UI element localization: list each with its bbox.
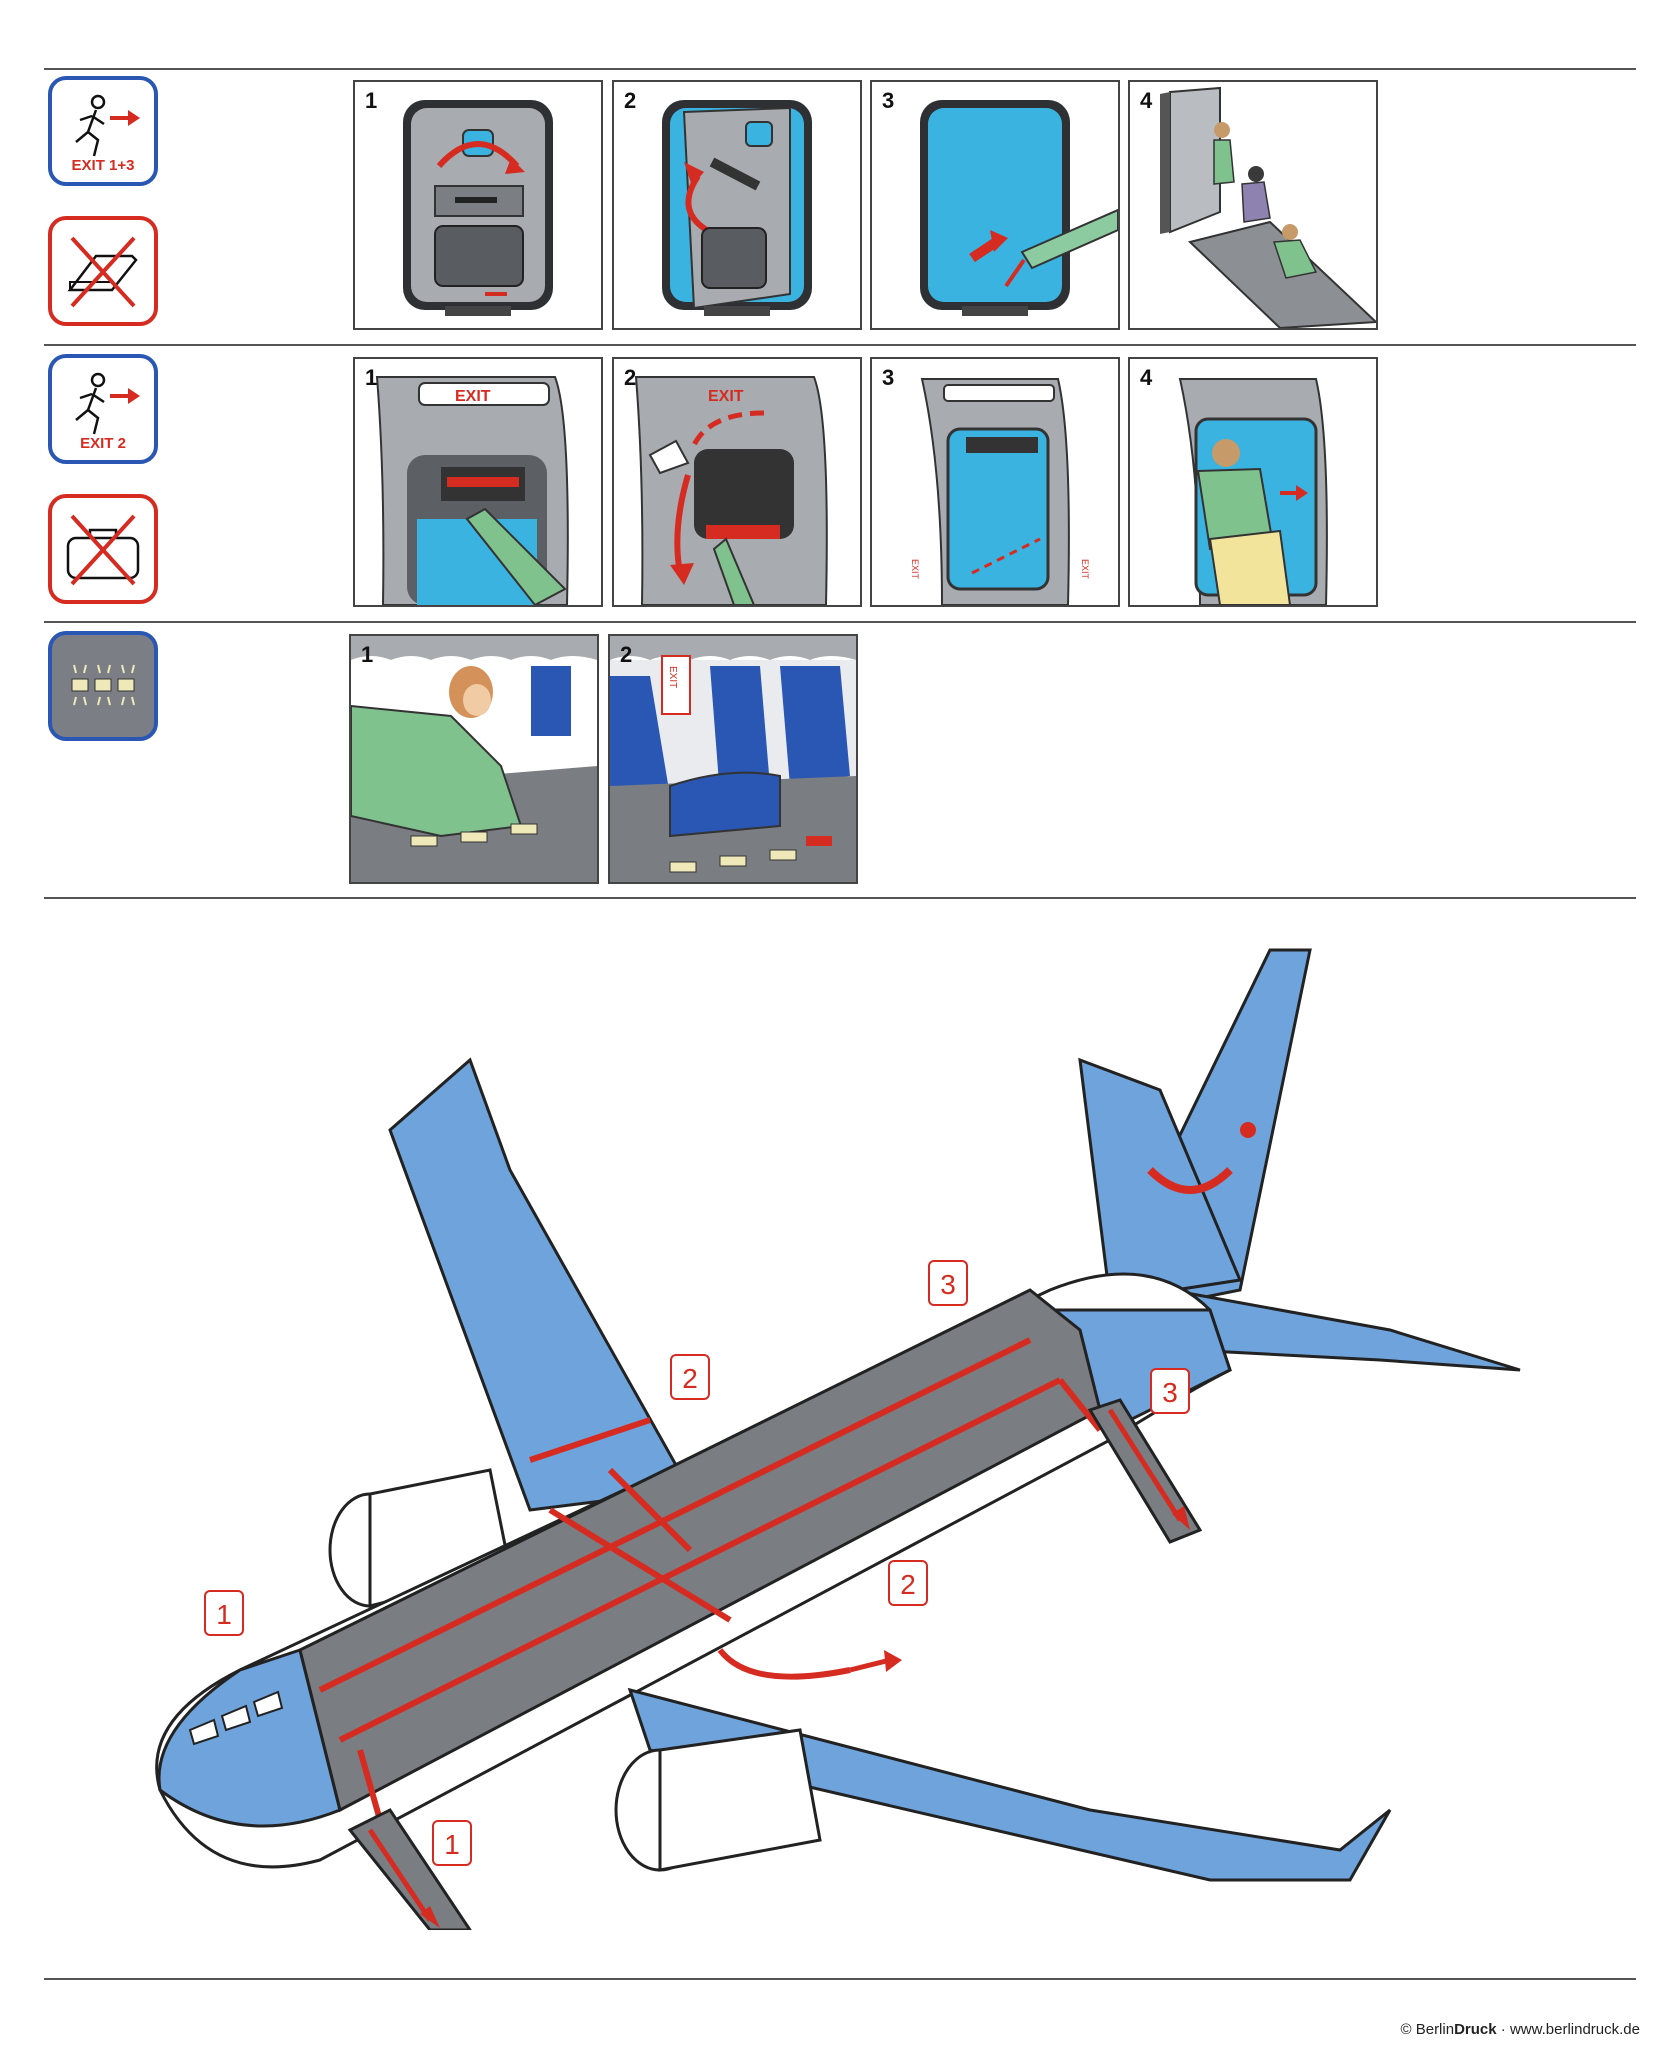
svg-text:EXIT: EXIT <box>910 559 920 580</box>
door-step-number: 4 <box>1140 88 1153 113</box>
exit-2-icon: EXIT 2 <box>48 354 158 464</box>
row3-rule <box>44 897 1636 899</box>
exit-tag-2-left: 2 <box>670 1354 710 1400</box>
floor-step-1: 1 <box>349 634 599 884</box>
window-step-number: 1 <box>365 365 378 390</box>
window-step-number: 3 <box>882 365 895 390</box>
copyright-footer: © BerlinDruck · www.berlindruck.de <box>1401 2021 1641 2038</box>
exit-tag-2-right: 2 <box>888 1560 928 1606</box>
exit-1-3-label: EXIT 1+3 <box>71 157 135 174</box>
door-step-2: 2 <box>612 80 862 330</box>
window-step-number: 2 <box>624 365 637 390</box>
exit-tag-1-left: 1 <box>204 1590 244 1636</box>
bottom-rule <box>44 1978 1636 1980</box>
footer-prefix: © Berlin <box>1400 2021 1455 2038</box>
no-baggage-icon <box>48 216 158 326</box>
window-step-number: 4 <box>1140 365 1153 390</box>
row2-rule <box>44 621 1636 623</box>
door-step-3: 3 <box>870 80 1120 330</box>
exit-tag-3-left: 3 <box>928 1260 968 1306</box>
floor-step-number: 2 <box>620 642 633 667</box>
window-step-4: 4 <box>1128 357 1378 607</box>
window-step-3: EXIT EXIT 3 <box>870 357 1120 607</box>
exit-tag-3-right: 3 <box>1150 1368 1190 1414</box>
floor-step-2: EXIT 2 <box>608 634 858 884</box>
exit-sign: EXIT <box>455 388 491 405</box>
top-rule <box>44 68 1636 70</box>
footer-site: · www.berlindruck.de <box>1496 2021 1640 2038</box>
window-step-2: EXIT 2 <box>612 357 862 607</box>
exit-1-3-icon: EXIT 1+3 <box>48 76 158 186</box>
footer-brand: Druck <box>1454 2021 1497 2038</box>
exit-vertical-sign: EXIT <box>667 666 678 688</box>
door-step-number: 2 <box>624 88 637 113</box>
exit-tag-1-right: 1 <box>432 1820 472 1866</box>
door-step-number: 3 <box>882 88 895 113</box>
floor-step-number: 1 <box>361 642 374 667</box>
no-baggage-icon <box>48 494 158 604</box>
exit-sign: EXIT <box>708 388 744 405</box>
exit-2-label: EXIT 2 <box>80 435 126 452</box>
door-step-number: 1 <box>365 88 378 113</box>
window-step-1: EXIT 1 <box>353 357 603 607</box>
aircraft-exit-diagram: 1 1 2 2 3 3 <box>130 930 1550 1932</box>
door-step-1: 1 <box>353 80 603 330</box>
row1-rule <box>44 344 1636 346</box>
svg-text:EXIT: EXIT <box>1080 559 1090 580</box>
floor-lighting-icon <box>48 631 158 741</box>
door-step-4: 4 <box>1128 80 1378 330</box>
